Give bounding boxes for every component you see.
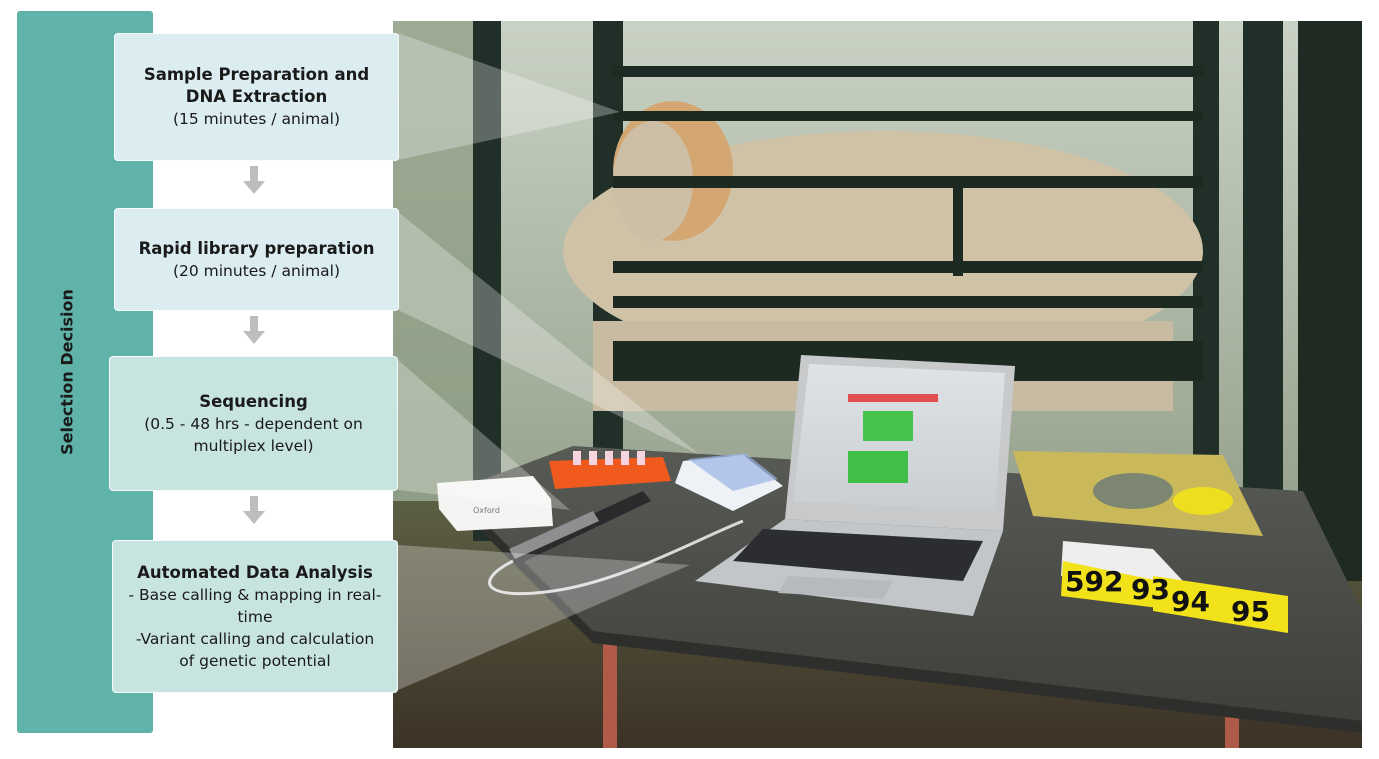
ear-tag-number: 94	[1171, 585, 1210, 618]
step-detail: - Base calling & mapping in real-	[128, 585, 382, 604]
step-title: Rapid library preparation	[138, 238, 375, 258]
sequencer-device	[509, 491, 651, 563]
step-detail: -Variant calling and calculation	[135, 629, 375, 648]
step-title: Sequencing	[199, 391, 308, 411]
svg-text:Oxford: Oxford	[473, 506, 500, 515]
ear-tag-number: 95	[1231, 595, 1270, 628]
step-box-analysis: Automated Data Analysis - Base calling &…	[112, 540, 398, 693]
orange-tube-rack	[549, 451, 671, 489]
step-detail: (0.5 - 48 hrs - dependent on	[144, 414, 363, 433]
step-title: Sample Preparation and DNA Extraction	[143, 65, 370, 106]
clear-tube-rack	[675, 453, 783, 511]
laptop	[695, 355, 1015, 616]
step-title: Automated Data Analysis	[137, 562, 373, 582]
ear-tags: 592 93 94 95	[1061, 541, 1288, 633]
step-box-library: Rapid library preparation (20 minutes / …	[114, 208, 399, 311]
usb-cable	[488, 519, 744, 596]
step-detail: multiplex level)	[193, 436, 314, 455]
step-detail: time	[237, 607, 273, 626]
step-detail: (20 minutes / animal)	[172, 261, 341, 280]
kit-box: Oxford	[437, 476, 553, 531]
step-detail: of genetic potential	[179, 651, 331, 670]
field-photo: Oxford	[393, 21, 1362, 748]
table-leg	[603, 621, 617, 748]
ear-tag-number: 93	[1131, 573, 1170, 606]
selection-decision-label: Selection Decision	[57, 289, 77, 455]
ear-tag-bag	[1013, 451, 1263, 536]
step-detail: (15 minutes / animal)	[172, 110, 341, 128]
step-box-sequencing: Sequencing (0.5 - 48 hrs - dependent on …	[109, 356, 398, 491]
step-box-extraction: Sample Preparation and DNA Extraction (1…	[114, 33, 399, 161]
ear-tag-number: 592	[1065, 565, 1123, 598]
